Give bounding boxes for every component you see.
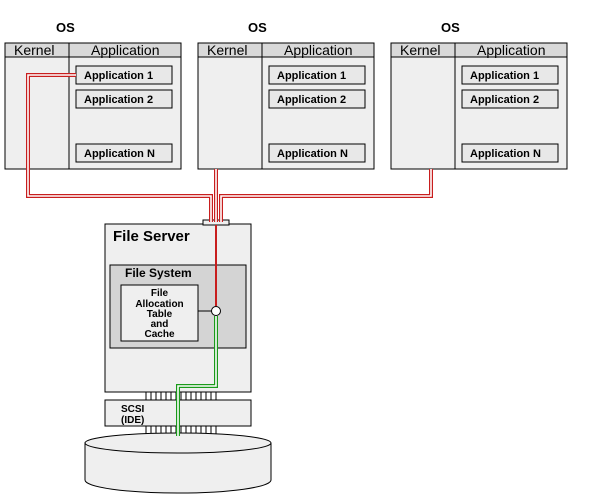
os-header-2 xyxy=(197,42,375,58)
app-2-label-3: Application 2 xyxy=(470,94,539,106)
fat-cache-box xyxy=(120,284,199,342)
os-header-3 xyxy=(390,42,568,58)
app-n-box-3[interactable] xyxy=(461,143,559,163)
disk-drive xyxy=(84,432,272,494)
fat-line-1: File xyxy=(151,288,169,299)
app-n-label-1: Application N xyxy=(84,148,155,160)
server-pins xyxy=(145,392,217,400)
file-server-title: File Server xyxy=(113,228,190,245)
kernel-label-3: Kernel xyxy=(400,42,440,58)
os-block-3: OS Kernel Application Application 1 Appl… xyxy=(390,20,568,170)
app-2-box-3[interactable] xyxy=(461,89,559,109)
file-system-title: File System xyxy=(125,266,192,280)
application-label-1: Application xyxy=(91,42,160,58)
application-label-2: Application xyxy=(284,42,353,58)
app-n-label-2: Application N xyxy=(277,148,348,160)
app-2-box-2[interactable] xyxy=(268,89,366,109)
os-block-1: OS Kernel Application Application 1 Appl… xyxy=(4,20,182,170)
os-title-1: OS xyxy=(56,20,75,35)
app-2-label-2: Application 2 xyxy=(277,94,346,106)
link-os1-inner xyxy=(27,74,212,222)
kernel-label-2: Kernel xyxy=(207,42,247,58)
app-n-box-2[interactable] xyxy=(268,143,366,163)
green-storage-link xyxy=(176,316,218,436)
app-n-box-1[interactable] xyxy=(75,143,173,163)
scsi-label: SCSI xyxy=(121,404,145,415)
storage-link-inner xyxy=(177,316,217,436)
fat-line-5: Cache xyxy=(144,329,174,340)
app-1-label-1: Application 1 xyxy=(84,70,153,82)
os-title-3: OS xyxy=(441,20,460,35)
application-label-3: Application xyxy=(477,42,546,58)
fat-line-3: Table xyxy=(147,309,173,320)
fat-line-4: and xyxy=(151,319,169,330)
ide-label: (IDE) xyxy=(121,415,144,426)
fat-line-2: Allocation xyxy=(135,299,183,310)
red-network-links xyxy=(26,73,433,306)
disk-body xyxy=(84,443,272,494)
kernel-label-1: Kernel xyxy=(14,42,54,58)
app-n-label-3: Application N xyxy=(470,148,541,160)
app-2-label-1: Application 2 xyxy=(84,94,153,106)
os-block-2: OS Kernel Application Application 1 Appl… xyxy=(197,20,375,170)
app-1-box-3[interactable] xyxy=(461,65,559,85)
junction-node xyxy=(211,306,221,316)
app-1-label-2: Application 1 xyxy=(277,70,346,82)
link-os3-inner xyxy=(220,169,432,222)
os-header-1 xyxy=(4,42,182,58)
app-1-label-3: Application 1 xyxy=(470,70,539,82)
os-title-2: OS xyxy=(248,20,267,35)
app-2-box-1[interactable] xyxy=(75,89,173,109)
file-server: File Server File System File Allocation … xyxy=(104,219,252,436)
app-1-box-2[interactable] xyxy=(268,65,366,85)
